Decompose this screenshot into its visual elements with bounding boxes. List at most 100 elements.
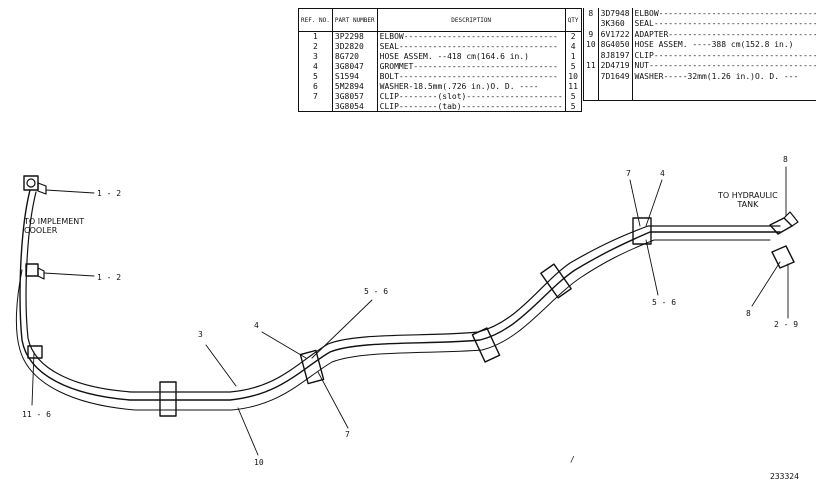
elbow-fitting-upper bbox=[23, 175, 39, 191]
cell-desc: CLIP---------------------------------- bbox=[632, 50, 816, 61]
hose-assembly-3 bbox=[19, 189, 781, 401]
callout-1-2-lower: 1 - 2 bbox=[97, 273, 122, 282]
note-hydraulic-tank: TO HYDRAULIC TANK bbox=[718, 191, 778, 209]
cell-qty: 5 bbox=[570, 91, 576, 101]
callout-slash-mark: / bbox=[570, 455, 575, 464]
clip-11-6 bbox=[27, 345, 43, 359]
cell-part: 3D7948 bbox=[598, 8, 633, 19]
col-header-part: PART NUMBER bbox=[332, 8, 378, 32]
callout-4-right: 4 bbox=[660, 169, 665, 178]
cell-desc: HOSE ASSEM. ----388 cm(152.8 in.) bbox=[632, 39, 816, 50]
callout-1-2-upper: 1 - 2 bbox=[97, 189, 122, 198]
callout-2-9: 2 - 9 bbox=[774, 320, 799, 329]
cell-part: 8J8197 bbox=[598, 50, 633, 61]
cell-desc: ELBOW-------------------------------- bbox=[377, 31, 566, 42]
cell-part: 6V1722 bbox=[598, 29, 633, 40]
cell-ref bbox=[298, 101, 333, 112]
clip-upper-middle bbox=[540, 263, 572, 299]
cell-part: 3G8047 bbox=[332, 61, 378, 72]
cell-desc: BOLT--------------------------------- bbox=[377, 71, 566, 82]
cell-part: S1594 bbox=[332, 71, 378, 82]
cell-ref bbox=[583, 18, 599, 29]
callout-4-left: 4 bbox=[254, 321, 259, 330]
cell-part: 5M2894 bbox=[332, 81, 378, 92]
cell-desc: SEAL--------------------------------- bbox=[377, 41, 566, 52]
cell-desc: WASHER-----32mm(1.26 in.)O. D. --- bbox=[632, 71, 816, 82]
cell-part: 8G720 bbox=[332, 51, 378, 62]
col-header-qty: QTY bbox=[565, 8, 582, 32]
callout-10: 10 bbox=[254, 458, 264, 467]
cell-qty: 11 bbox=[568, 81, 578, 91]
cell-desc: ELBOW--------------------------------- bbox=[632, 8, 816, 19]
cell-qty: 5 bbox=[570, 62, 576, 72]
cell-ref: 2 bbox=[298, 41, 333, 52]
note-implement-cooler: TO IMPLEMENT COOLER bbox=[24, 217, 85, 235]
cell-part: 3G8057 bbox=[332, 91, 378, 102]
cell-ref: 9 bbox=[583, 29, 599, 40]
cell-desc: WASHER-18.5mm(.726 in.)O. D. ---- bbox=[377, 81, 566, 92]
cell-desc: CLIP--------(tab)--------------------- bbox=[377, 101, 566, 112]
cell-qty: 2 bbox=[570, 32, 576, 42]
callout-7-upper: 7 bbox=[626, 169, 631, 178]
cell-qty: 1 bbox=[570, 52, 576, 62]
table-row-blank bbox=[583, 81, 816, 100]
cell-ref: 4 bbox=[298, 61, 333, 72]
cell-desc: NUT----------------------------------- bbox=[632, 60, 816, 71]
cell-part: 8G4050 bbox=[598, 39, 633, 50]
cell-qty: 10 bbox=[568, 72, 578, 81]
cell-ref: 8 bbox=[583, 8, 599, 19]
cell-ref: 6 bbox=[298, 81, 333, 92]
cell-ref: 3 bbox=[298, 51, 333, 62]
cell-part: 3P2298 bbox=[332, 31, 378, 42]
cell-desc: CLIP--------(slot)-------------------- bbox=[377, 91, 566, 102]
callout-5-6-left: 5 - 6 bbox=[364, 287, 389, 296]
callout-5-6-right: 5 - 6 bbox=[652, 298, 677, 307]
adapter-fitting-9 bbox=[771, 245, 795, 269]
cell-part: 7D1649 bbox=[598, 71, 633, 82]
callout-8-upper: 8 bbox=[783, 155, 788, 164]
clip-4 bbox=[299, 349, 325, 385]
callout-11-6: 11 - 6 bbox=[22, 410, 51, 419]
callout-8-lower: 8 bbox=[746, 309, 751, 318]
clip-7-upper bbox=[632, 217, 652, 245]
cell-qty: 5 bbox=[570, 101, 576, 111]
clip-lower-left bbox=[159, 381, 177, 417]
callout-7-lower: 7 bbox=[345, 430, 350, 439]
cell-part: 3G8054 bbox=[332, 101, 378, 112]
cell-desc: GROMMET------------------------------ bbox=[377, 61, 566, 72]
elbow-fitting-lower bbox=[25, 263, 39, 277]
cell-ref: 11 bbox=[583, 60, 599, 71]
cell-desc: SEAL---------------------------------- bbox=[632, 18, 816, 29]
cell-desc: HOSE ASSEM. --418 cm(164.6 in.) bbox=[377, 51, 566, 62]
callout-3: 3 bbox=[198, 330, 203, 339]
figure-number: 233324 bbox=[770, 472, 799, 481]
cell-ref bbox=[583, 71, 599, 82]
cell-ref: 1 bbox=[298, 31, 333, 42]
cell-ref: 5 bbox=[298, 71, 333, 82]
table-header-row: REF. NO. PART NUMBER DESCRIPTION QTY bbox=[298, 8, 582, 32]
cell-part: 2D4719 bbox=[598, 60, 633, 71]
cell-ref: 10 bbox=[583, 39, 599, 50]
col-header-ref: REF. NO. bbox=[298, 8, 333, 32]
cell-ref: 7 bbox=[298, 91, 333, 102]
cell-part: 3D2820 bbox=[332, 41, 378, 52]
cell-desc: ADAPTER------------------------------- bbox=[632, 29, 816, 40]
cell-part: 3K360 bbox=[598, 18, 633, 29]
